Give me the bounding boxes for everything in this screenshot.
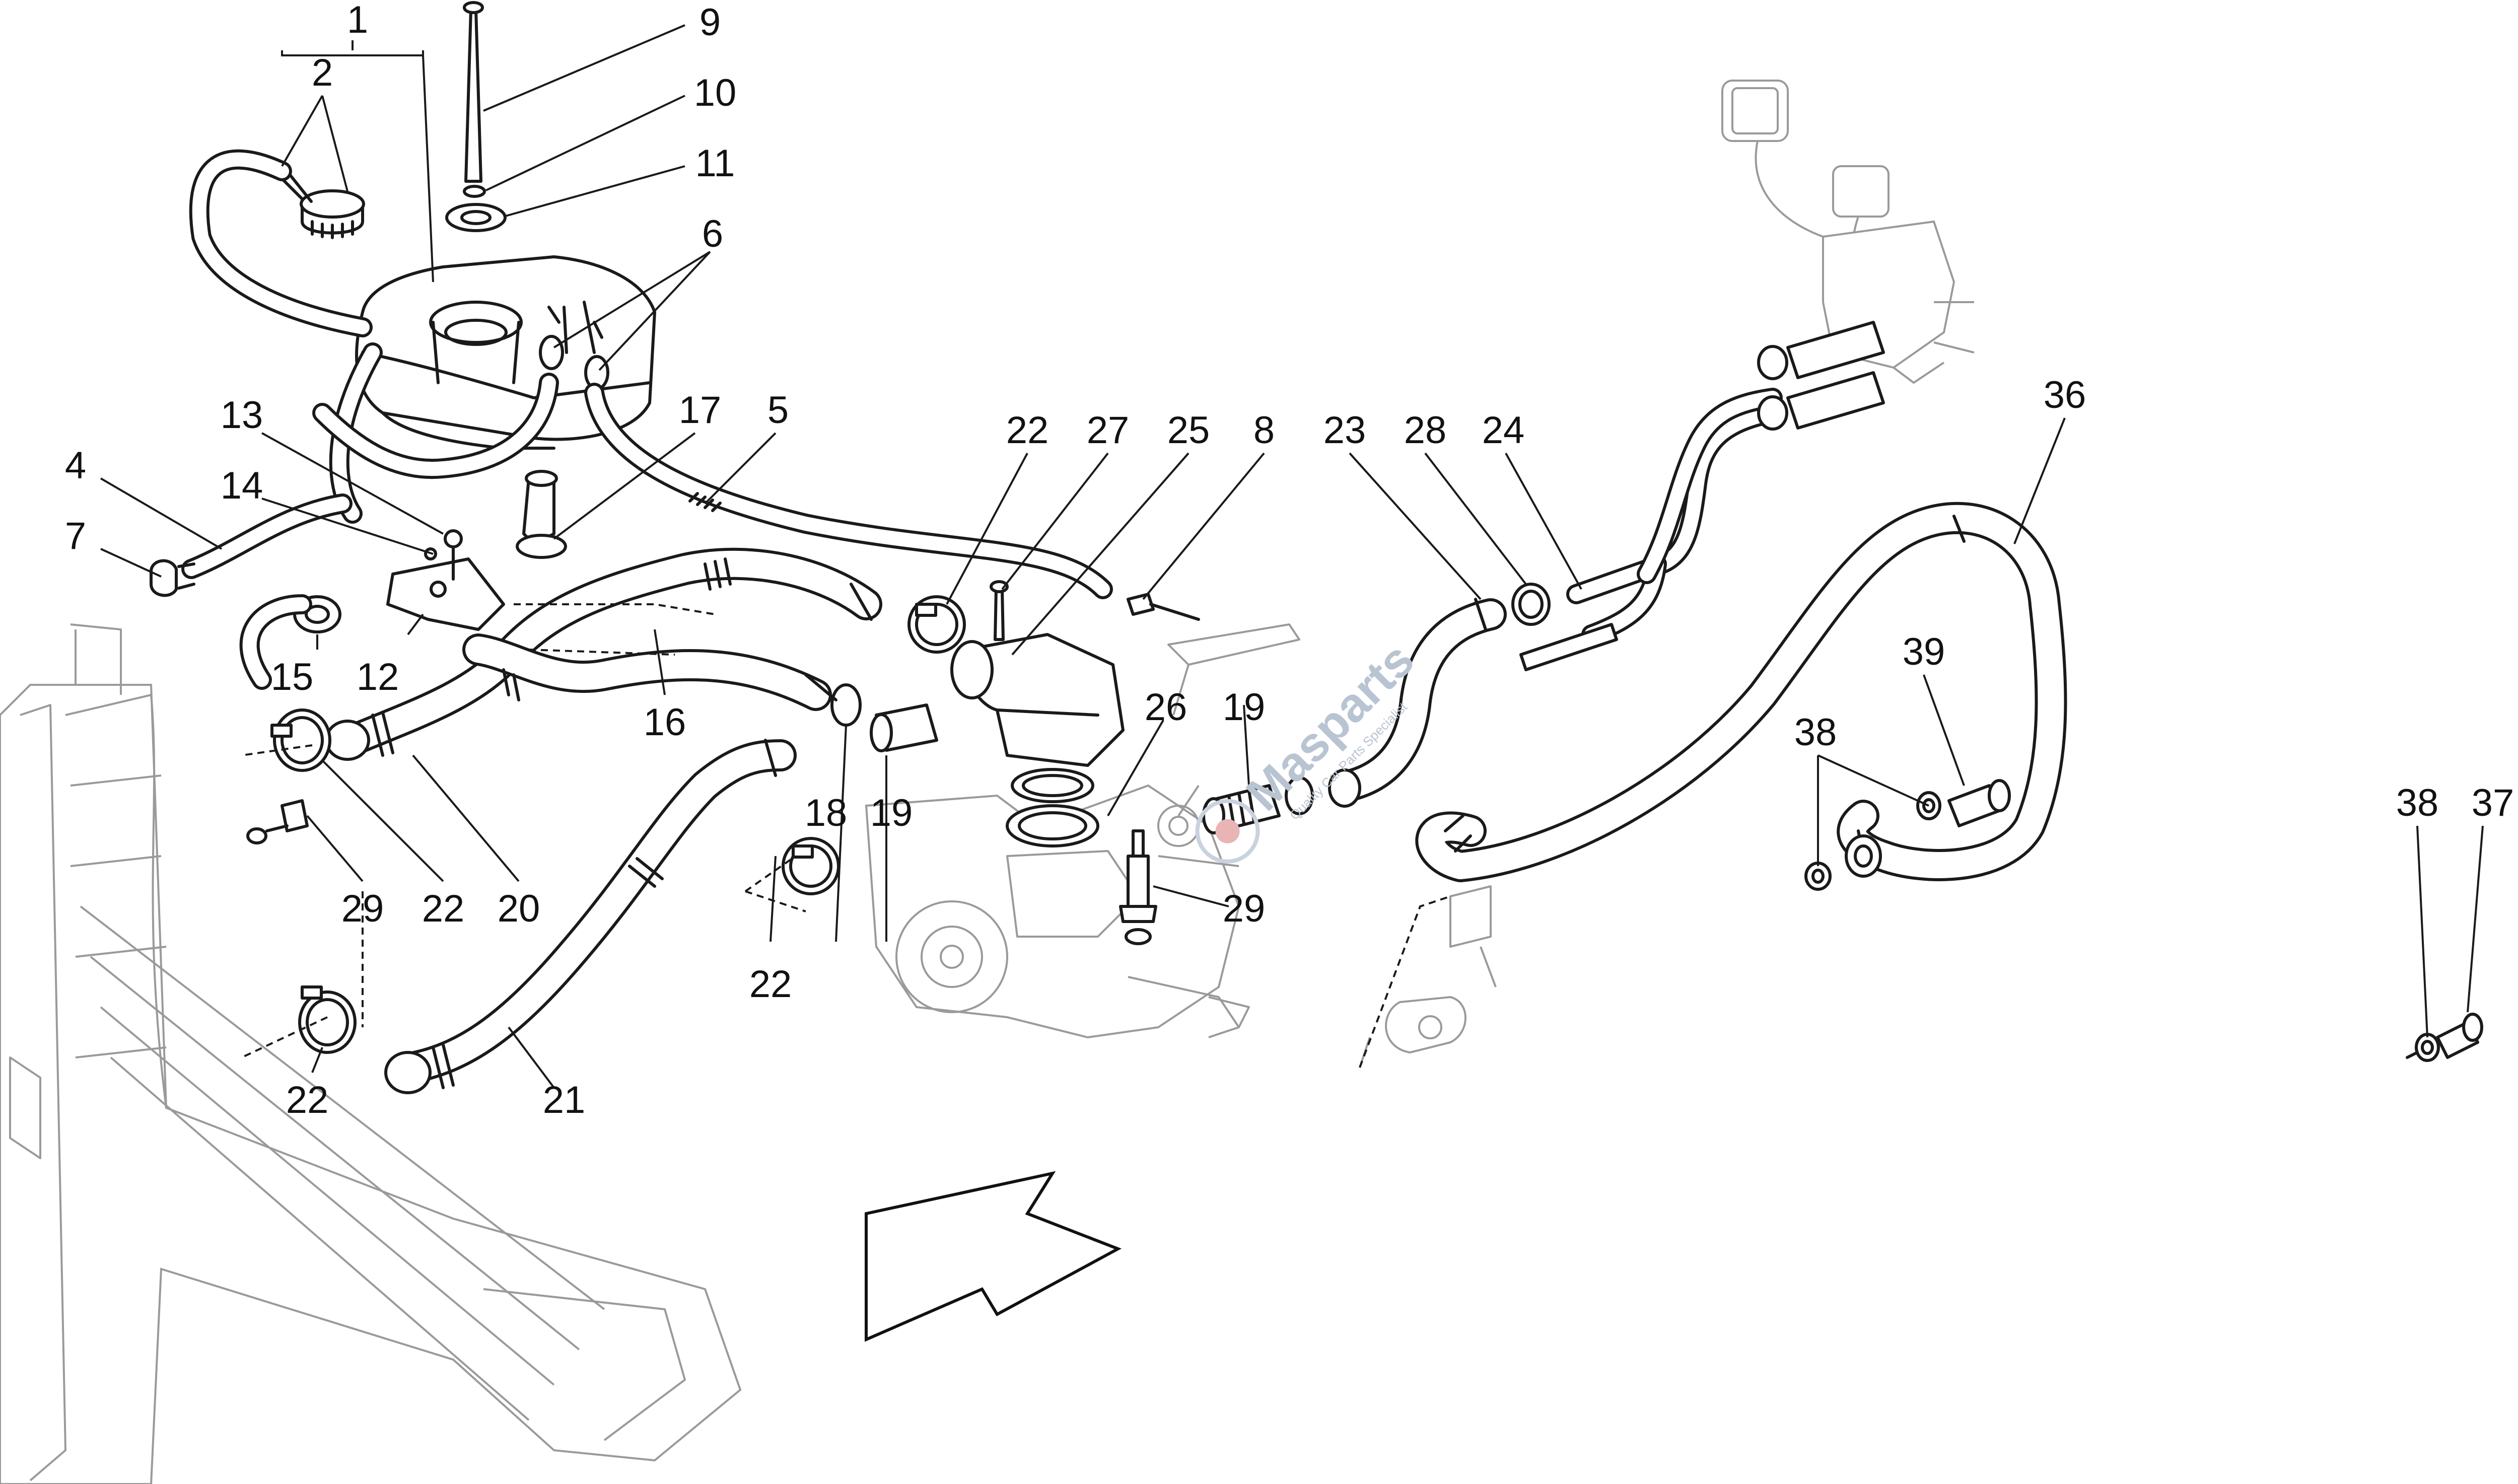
union-bolt-39 — [1916, 779, 2011, 827]
thermostat-seal — [1006, 768, 1099, 847]
banjo-fitting — [1804, 834, 1882, 891]
callout-23: 23 — [1323, 409, 1366, 452]
callout-36: 36 — [2044, 374, 2086, 416]
callout-6: 6 — [702, 213, 723, 255]
callout-29-a: 29 — [341, 887, 384, 930]
callout-29-b: 29 — [1223, 887, 1266, 930]
callout-22-d: 22 — [1006, 409, 1049, 452]
callout-10: 10 — [694, 72, 737, 114]
leader-lines — [100, 24, 2484, 1089]
short-pipe — [804, 673, 938, 752]
callout-12: 12 — [357, 656, 399, 698]
callout-17: 17 — [679, 389, 722, 432]
bracket — [386, 529, 505, 631]
engine-block-outline — [865, 623, 1300, 1039]
union-bolt-37 — [2406, 1013, 2483, 1062]
grommet — [239, 594, 341, 690]
callout-14: 14 — [221, 464, 263, 507]
callout-24: 24 — [1482, 409, 1525, 452]
callout-labels: 1 2 9 10 11 6 13 14 4 7 15 12 17 5 16 20… — [65, 0, 2514, 1121]
direction-arrow — [865, 1171, 1122, 1342]
vent-washer — [463, 185, 486, 198]
callout-37: 37 — [2472, 782, 2514, 824]
radiator-outline — [0, 623, 742, 1484]
callout-7: 7 — [65, 515, 86, 557]
callout-38-a: 38 — [1794, 711, 1837, 754]
callout-1: 1 — [347, 0, 368, 41]
callout-13: 13 — [221, 394, 263, 437]
callout-9: 9 — [700, 1, 721, 44]
callout-27: 27 — [1087, 409, 1130, 452]
lower-radiator-hose — [384, 739, 797, 1094]
callout-39: 39 — [1903, 630, 1945, 673]
upper-radiator-hose — [325, 547, 882, 761]
thermostat-housing — [950, 580, 1125, 767]
left-small-hose — [150, 493, 353, 597]
heater-pipe-clamp — [1511, 583, 1551, 626]
temperature-sensor — [1119, 829, 1157, 945]
bolt — [1127, 593, 1200, 621]
callout-8: 8 — [1253, 409, 1275, 452]
callout-20: 20 — [498, 887, 540, 930]
aux-pump-outline — [1359, 885, 1497, 1068]
callout-16: 16 — [644, 701, 686, 744]
callout-2: 2 — [312, 51, 333, 94]
callout-5: 5 — [767, 389, 789, 432]
vent-seal — [445, 203, 507, 232]
drain-plug-left — [246, 799, 309, 844]
vent-rod — [463, 1, 484, 183]
callout-22-b: 22 — [286, 1079, 329, 1121]
callout-22-a: 22 — [422, 887, 465, 930]
heater-hose-short — [1328, 598, 1507, 808]
callout-22-c: 22 — [749, 963, 792, 1006]
filler-cap — [278, 170, 365, 239]
callout-11: 11 — [695, 142, 735, 185]
callout-19-b: 19 — [1223, 686, 1266, 729]
tank-outlet-pipe — [516, 470, 567, 559]
callout-28: 28 — [1404, 409, 1447, 452]
callout-38-b: 38 — [2396, 782, 2439, 824]
callout-18: 18 — [805, 792, 848, 834]
callout-4: 4 — [65, 444, 86, 487]
hose-clamps — [270, 595, 966, 1054]
callout-19-a: 19 — [870, 792, 913, 834]
callout-25: 25 — [1167, 409, 1210, 452]
callout-15: 15 — [271, 656, 314, 698]
callout-21: 21 — [543, 1079, 586, 1121]
bypass-hose — [312, 373, 1113, 599]
heater-pipe-assembly — [1519, 321, 1885, 671]
callout-26: 26 — [1145, 686, 1187, 729]
